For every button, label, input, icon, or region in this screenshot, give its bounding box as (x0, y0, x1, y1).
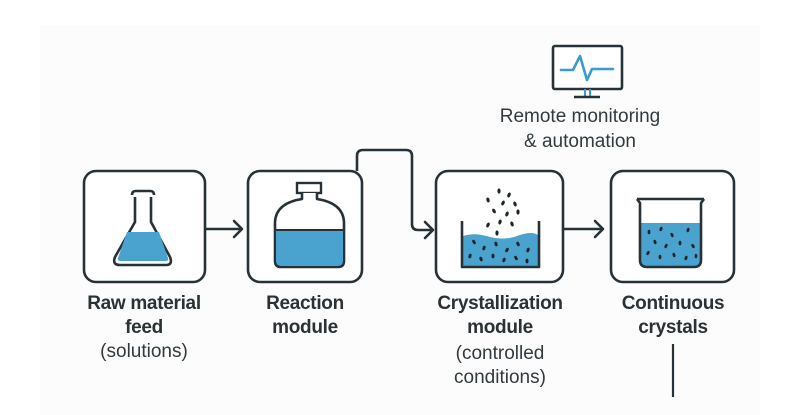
step-box-continuous-crystals (609, 169, 736, 284)
step-label-reaction: Reaction module (225, 292, 385, 340)
remote-monitoring-line2: & automation (524, 131, 636, 152)
pipe-arrow-icon (355, 148, 435, 240)
step-label-crystallization: Crystallization module (controlled condi… (415, 292, 585, 390)
step-title-line2: module (467, 317, 533, 338)
remote-monitoring-label: Remote monitoring & automation (470, 104, 690, 154)
step-label-raw-material: Raw material feed (solutions) (64, 292, 224, 364)
step-box-raw-material (82, 169, 207, 284)
step-subtitle-line2: conditions) (454, 367, 546, 388)
step-subtitle-line1: (controlled (455, 343, 545, 364)
arrow-right-icon (563, 219, 605, 239)
step-subtitle-line1: (solutions) (100, 341, 188, 362)
step-title-line2: crystals (638, 317, 708, 338)
erlenmeyer-flask-icon (112, 189, 173, 267)
step-title-line2: module (272, 317, 338, 338)
step-box-reaction (246, 169, 364, 284)
monitor-icon (551, 44, 624, 99)
arrow-right-icon (205, 219, 244, 239)
crystallizer-icon (460, 188, 541, 269)
step-title-line1: Continuous (621, 293, 725, 314)
remote-monitoring-line1: Remote monitoring (499, 106, 661, 127)
reactor-bottle-icon (273, 181, 346, 269)
step-title-line1: Crystallization (437, 293, 563, 314)
step-label-continuous-crystals: Continuous crystals (593, 292, 753, 340)
beaker-crystals-icon (635, 197, 706, 269)
step-box-crystallization (434, 169, 565, 284)
step-title-line1: Reaction (266, 293, 344, 314)
step-title-line1: Raw material (87, 293, 201, 314)
step-title-line2: feed (125, 317, 163, 338)
